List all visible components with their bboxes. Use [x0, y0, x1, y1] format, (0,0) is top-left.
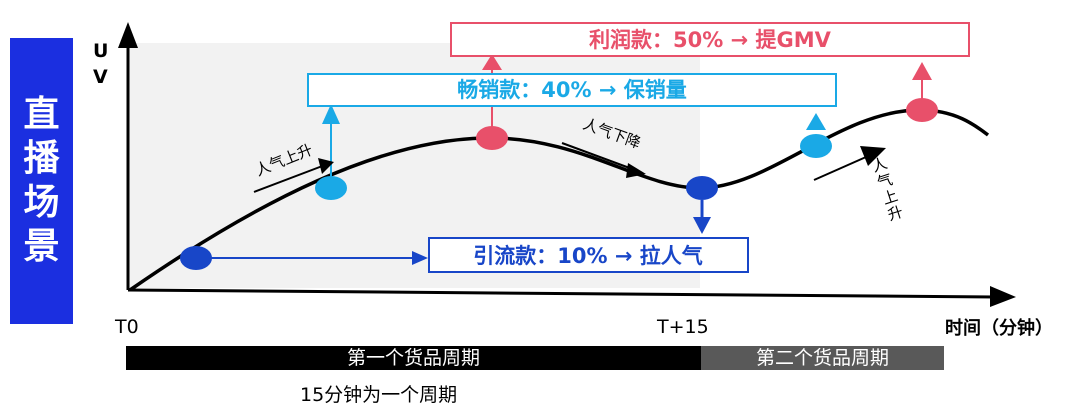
bestseller-dot-1 — [315, 176, 347, 200]
traffic-connector-arrowhead — [412, 251, 428, 265]
x-tick-t0: T0 — [114, 316, 139, 338]
cycle-note: 15分钟为一个周期 — [300, 384, 458, 406]
rise-arrowhead-2 — [860, 146, 886, 166]
x-axis-label: 时间（分钟） — [945, 317, 1053, 339]
rise-arrow-1 — [253, 164, 326, 193]
profit-box — [450, 22, 970, 57]
bestseller-box — [307, 73, 837, 107]
y-axis-label-v: V — [93, 66, 108, 88]
rise-arrow-2 — [813, 156, 867, 181]
profit-box-text: 利润款：50% → 提GMV — [589, 28, 832, 52]
traffic-box — [428, 237, 749, 273]
x-axis — [127, 288, 996, 299]
bestseller-up-arrowhead-1 — [322, 104, 340, 124]
x-tick-t15: T+15 — [656, 316, 709, 338]
rise-annotation-2: 人气上升 — [870, 154, 906, 224]
fall-arrow — [561, 142, 636, 171]
traffic-dot-trough — [686, 176, 718, 200]
rise-arrowhead-1 — [318, 158, 334, 174]
fall-arrowhead — [626, 163, 646, 178]
traffic-down-arrowhead — [693, 217, 711, 234]
profit-dot-1 — [476, 126, 508, 150]
second-cycle-bar: 第二个货品周期 — [701, 346, 944, 370]
profit-up-arrowhead-2 — [912, 62, 932, 80]
bestseller-box-text: 畅销款：40% → 保销量 — [457, 78, 686, 102]
profit-dot-2 — [906, 98, 938, 122]
y-axis-label-u: U — [93, 40, 108, 62]
first-cycle-bar: 第一个货品周期 — [126, 346, 701, 370]
scene-label-text: 直播场景 — [23, 94, 60, 267]
traffic-dot-start — [180, 246, 212, 270]
profit-up-arrowhead-1 — [482, 54, 502, 70]
bestseller-dot-2 — [800, 134, 832, 158]
bestseller-up-arrowhead-2 — [806, 113, 826, 130]
y-axis-arrowhead — [118, 22, 138, 48]
x-axis-arrowhead — [990, 286, 1016, 307]
scene-label-panel: 直播场景 — [10, 38, 73, 324]
traffic-box-text: 引流款：10% → 拉人气 — [473, 244, 702, 268]
